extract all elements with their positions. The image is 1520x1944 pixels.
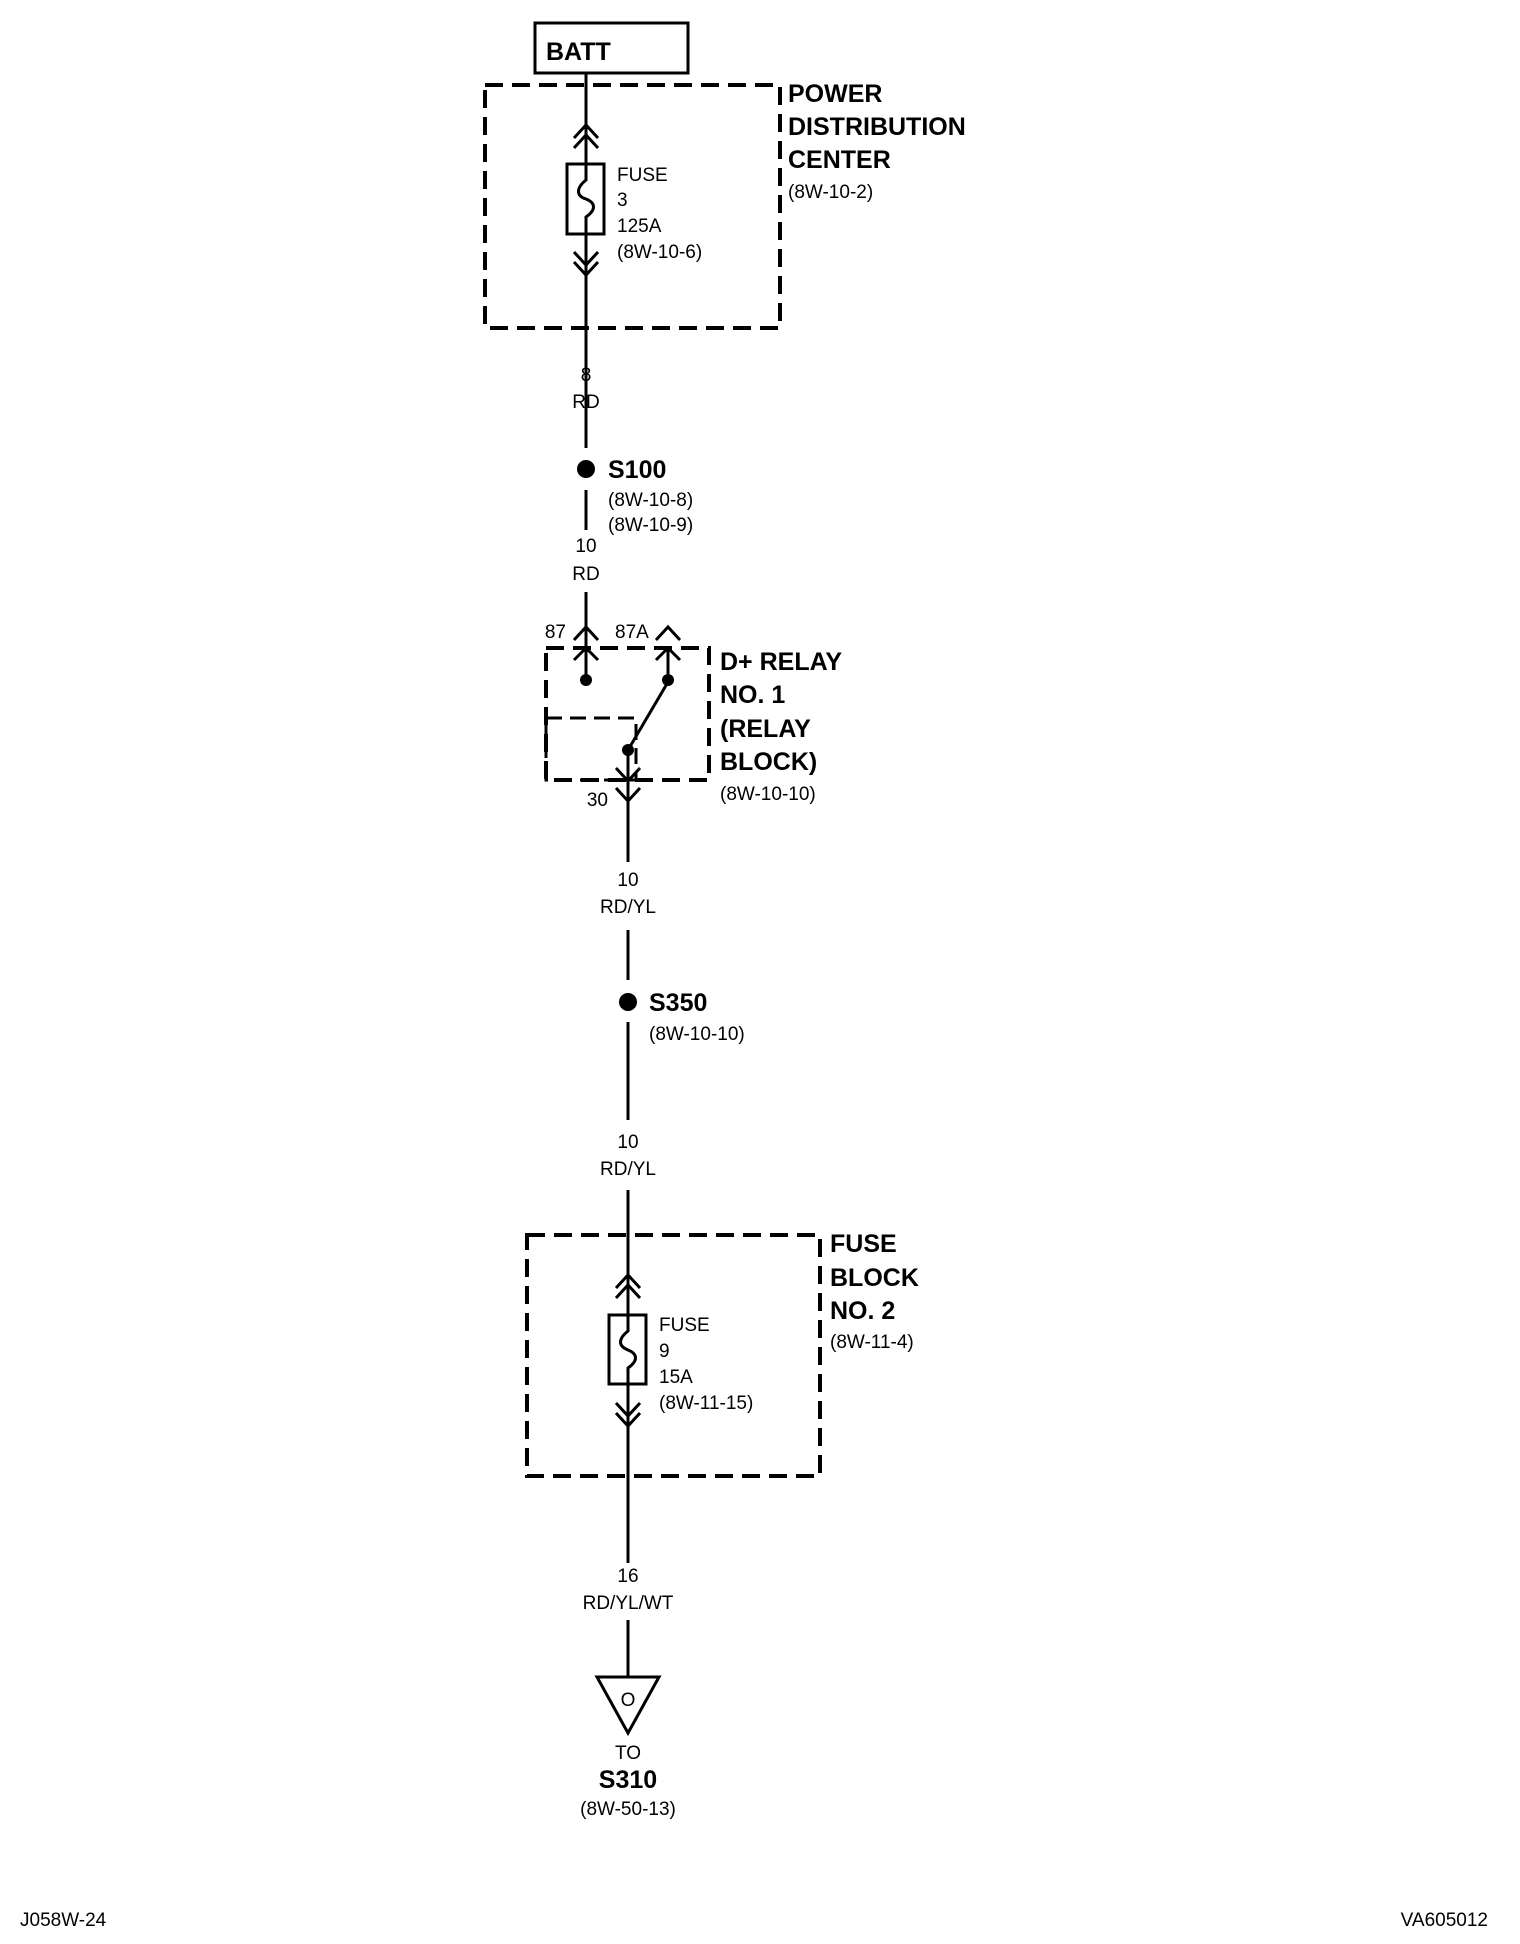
wire3-gauge: 10 <box>617 870 638 891</box>
splice-s100-ref1: (8W-10-8) <box>608 490 693 511</box>
pdc-top-connector-icon <box>572 122 600 150</box>
pdc-bottom-connector-icon <box>572 250 600 278</box>
fuseblock-box <box>525 1233 822 1478</box>
splice-s100-name: S100 <box>608 456 666 484</box>
fuse3-label: FUSE 3 125A (8W-10-6) <box>617 165 702 263</box>
splice-s100-dot <box>577 460 595 478</box>
wire4-color: RD/YL <box>600 1159 656 1180</box>
connector-triangle-icon <box>594 1675 662 1737</box>
footer-left-code: J058W-24 <box>20 1910 107 1931</box>
pin30-inner-icon <box>614 766 642 784</box>
fuseblock-name: FUSE BLOCK NO. 2 <box>830 1230 926 1325</box>
wire1-color: RD <box>572 392 599 413</box>
pin87-inner-icon <box>572 645 600 662</box>
wire1-gauge: 8 <box>581 365 592 386</box>
splice-s350-dot <box>619 993 637 1011</box>
fuse9-label: FUSE 9 15A (8W-11-15) <box>659 1315 753 1414</box>
fuse9-element <box>619 1315 637 1384</box>
pin87-contact <box>580 674 592 686</box>
relay-pin-87a: 87A <box>615 622 649 643</box>
relay-pin-87: 87 <box>545 622 566 643</box>
pdc-box <box>483 83 782 330</box>
footer-right-code: VA605012 <box>1401 1910 1488 1931</box>
batt-box <box>533 21 690 75</box>
splice-s350-name: S350 <box>649 989 707 1017</box>
wire2-gauge: 10 <box>575 536 596 557</box>
connector-name: S310 <box>599 1766 657 1794</box>
relay-name: D+ RELAY NO. 1 (RELAY BLOCK) <box>720 648 849 776</box>
splice-s350-ref: (8W-10-10) <box>649 1024 745 1045</box>
wire4-gauge: 10 <box>617 1132 638 1153</box>
connector-ref: (8W-50-13) <box>580 1799 676 1820</box>
relay-pin-30: 30 <box>587 790 608 811</box>
relay-coil-box <box>544 716 638 782</box>
pdc-name: POWER DISTRIBUTION CENTER <box>788 80 973 174</box>
pin87-connector-icon <box>572 624 600 642</box>
relay-ref: (8W-10-10) <box>720 784 816 805</box>
batt-label: BATT <box>546 38 611 66</box>
connector-symbol: O <box>621 1690 636 1711</box>
wire3-color: RD/YL <box>600 897 656 918</box>
wire2-color: RD <box>572 564 599 585</box>
fuseblock-top-connector-icon <box>614 1272 642 1300</box>
pin87a-contact <box>662 674 674 686</box>
relay-box <box>544 646 711 782</box>
fuse3-element <box>577 164 595 234</box>
pin87a-connector-icon <box>654 624 682 642</box>
pdc-ref: (8W-10-2) <box>788 182 873 203</box>
wire5-gauge: 16 <box>617 1566 638 1587</box>
relay-switch-arm <box>626 681 670 751</box>
fuseblock-bottom-connector-icon <box>614 1401 642 1429</box>
connector-to: TO <box>615 1743 641 1764</box>
fuseblock-ref: (8W-11-4) <box>830 1332 914 1353</box>
splice-s100-ref2: (8W-10-9) <box>608 515 693 536</box>
wire5-color: RD/YL/WT <box>583 1593 674 1614</box>
